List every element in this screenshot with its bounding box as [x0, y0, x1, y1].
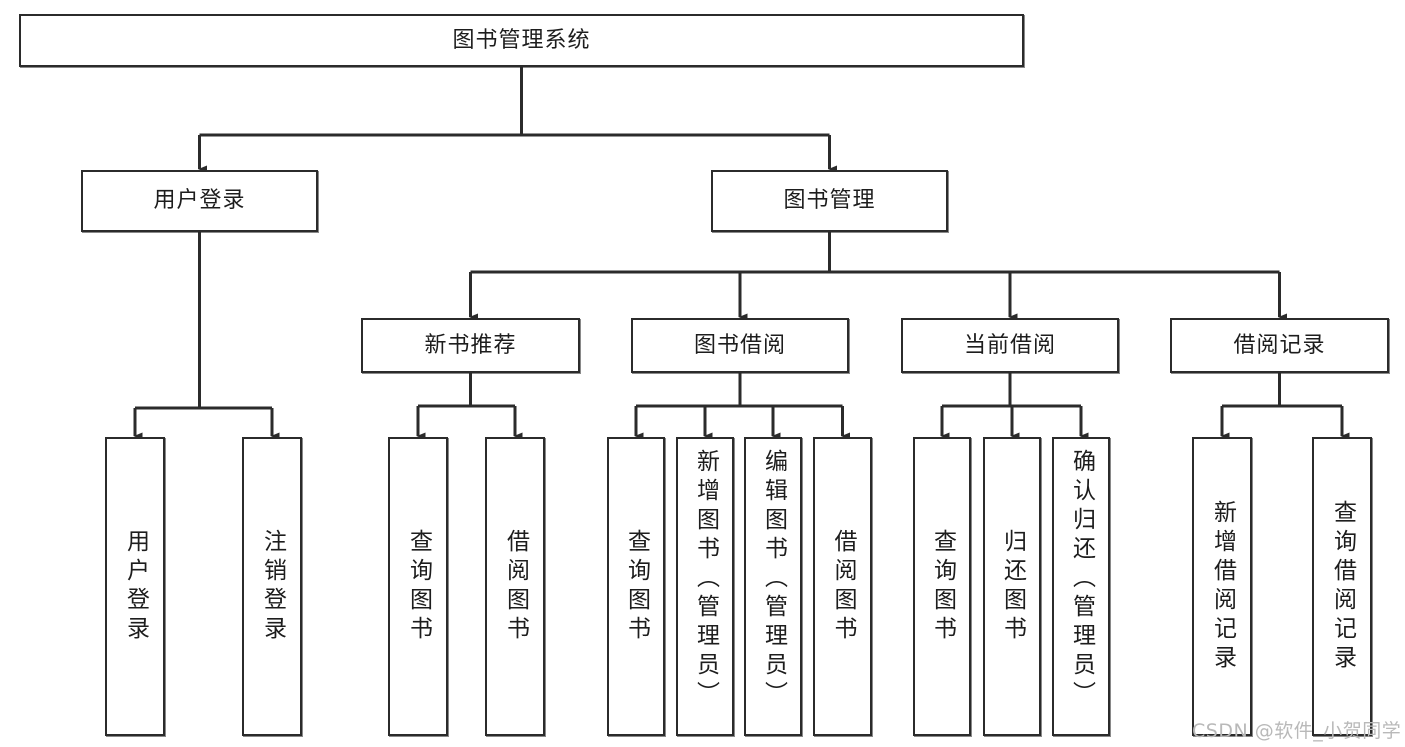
node-leaf-query-book-3[interactable]: 查询图书 [913, 437, 971, 736]
node-label-leaf-add-record: 新增借阅记录 [1209, 499, 1236, 674]
node-label-new-book-recommend: 新书推荐 [424, 332, 517, 358]
node-label-leaf-query-book-3: 查询图书 [929, 528, 956, 645]
node-leaf-edit-book[interactable]: 编辑图书（管理员） [744, 437, 802, 736]
node-label-leaf-query-book-2: 查询图书 [623, 528, 650, 645]
node-leaf-query-book-2[interactable]: 查询图书 [607, 437, 665, 736]
node-label-leaf-edit-book: 编辑图书（管理员） [760, 449, 787, 710]
node-label-borrow-record: 借阅记录 [1233, 332, 1326, 358]
node-label-user-login: 用户登录 [153, 188, 246, 214]
node-borrow-record[interactable]: 借阅记录 [1170, 318, 1389, 373]
node-label-book-manage: 图书管理 [783, 188, 876, 214]
node-new-book-recommend[interactable]: 新书推荐 [361, 318, 580, 373]
node-label-root: 图书管理系统 [452, 27, 591, 53]
node-leaf-borrow-book-2[interactable]: 借阅图书 [813, 437, 872, 736]
node-leaf-logout[interactable]: 注销登录 [242, 437, 302, 736]
node-leaf-confirm-return[interactable]: 确认归还（管理员） [1052, 437, 1110, 736]
node-label-current-borrow: 当前借阅 [963, 332, 1056, 358]
node-label-leaf-borrow-book-1: 借阅图书 [502, 528, 529, 645]
node-label-leaf-add-book: 新增图书（管理员） [692, 449, 719, 710]
csdn-watermark: CSDN @软件_小贺同学 [1192, 720, 1402, 742]
node-label-leaf-return-book: 归还图书 [999, 528, 1026, 645]
node-leaf-add-record[interactable]: 新增借阅记录 [1192, 437, 1252, 736]
node-label-leaf-confirm-return: 确认归还（管理员） [1068, 449, 1095, 710]
node-label-leaf-query-record: 查询借阅记录 [1329, 499, 1356, 674]
node-leaf-query-book-1[interactable]: 查询图书 [388, 437, 448, 736]
node-label-book-borrow: 图书借阅 [693, 332, 786, 358]
node-book-manage[interactable]: 图书管理 [711, 170, 948, 232]
node-leaf-query-record[interactable]: 查询借阅记录 [1312, 437, 1372, 736]
node-user-login[interactable]: 用户登录 [81, 170, 318, 232]
node-leaf-add-book[interactable]: 新增图书（管理员） [676, 437, 734, 736]
node-label-leaf-logout: 注销登录 [259, 528, 286, 645]
node-leaf-user-login[interactable]: 用户登录 [105, 437, 165, 736]
node-book-borrow[interactable]: 图书借阅 [631, 318, 849, 373]
node-leaf-return-book[interactable]: 归还图书 [983, 437, 1041, 736]
node-label-leaf-query-book-1: 查询图书 [405, 528, 432, 645]
node-current-borrow[interactable]: 当前借阅 [901, 318, 1119, 373]
node-root[interactable]: 图书管理系统 [19, 14, 1024, 67]
node-label-leaf-borrow-book-2: 借阅图书 [830, 528, 856, 645]
node-label-leaf-user-login: 用户登录 [122, 528, 149, 645]
node-leaf-borrow-book-1[interactable]: 借阅图书 [485, 437, 545, 736]
